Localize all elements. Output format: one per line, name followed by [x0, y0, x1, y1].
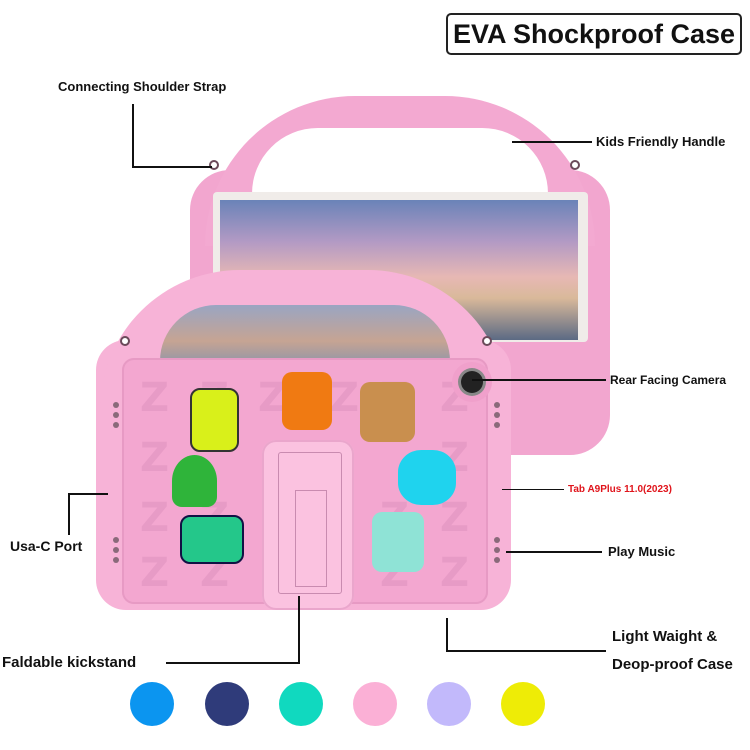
- color-swatch-pink[interactable]: [353, 682, 397, 726]
- callout-play-music: Play Music: [608, 544, 676, 559]
- callout-usb-port: Usa-C Port: [10, 538, 83, 554]
- fox-sticker-icon: [282, 372, 332, 430]
- leader-line: [298, 596, 300, 664]
- speaker-dot: [113, 537, 119, 543]
- speaker-dot: [494, 557, 500, 563]
- leader-line: [68, 493, 108, 495]
- violin-sticker-icon: [180, 515, 244, 564]
- strap-hole-right: [570, 160, 580, 170]
- callout-light-weight-line2: Deop-proof Case: [612, 656, 733, 673]
- kickstand-frame: [278, 452, 342, 594]
- rear-camera-cutout: [452, 362, 492, 402]
- speaker-dot: [113, 557, 119, 563]
- umbrella-sticker-icon: [398, 450, 456, 505]
- front-strap-hole-right: [482, 336, 492, 346]
- z-pattern-icon: Z: [140, 435, 170, 481]
- kickstand: [262, 440, 354, 610]
- color-swatch-lavender[interactable]: [427, 682, 471, 726]
- leader-line: [446, 650, 606, 652]
- speaker-dot: [113, 412, 119, 418]
- leader-line: [502, 489, 564, 490]
- callout-handle: Kids Friendly Handle: [596, 134, 726, 149]
- z-pattern-icon: Z: [440, 550, 470, 596]
- kickstand-strap: [295, 490, 327, 587]
- front-handle-opening: [160, 305, 450, 365]
- strap-hole-left: [209, 160, 219, 170]
- speaker-dot: [113, 547, 119, 553]
- leader-line: [132, 104, 134, 168]
- speaker-dot: [113, 422, 119, 428]
- page-title: EVA Shockproof Case: [446, 13, 742, 55]
- speaker-dot: [494, 412, 500, 418]
- z-pattern-icon: Z: [140, 375, 170, 421]
- color-swatch-teal[interactable]: [279, 682, 323, 726]
- z-pattern-icon: Z: [140, 495, 170, 541]
- speaker-dot: [113, 402, 119, 408]
- color-swatch-navy[interactable]: [205, 682, 249, 726]
- leader-line: [166, 662, 300, 664]
- back-handle-opening: [252, 128, 548, 198]
- camera-lens-icon: [461, 371, 483, 393]
- callout-rear-camera: Rear Facing Camera: [610, 373, 727, 387]
- leader-line: [446, 618, 448, 652]
- speaker-dot: [494, 422, 500, 428]
- tree-sticker-icon: [172, 455, 217, 507]
- color-swatch-blue[interactable]: [130, 682, 174, 726]
- speaker-dot: [494, 547, 500, 553]
- bee-sticker-icon: [190, 388, 239, 452]
- color-swatch-yellow[interactable]: [501, 682, 545, 726]
- kangaroo-sticker-icon: [360, 382, 415, 442]
- callout-shoulder-strap: Connecting Shoulder Strap: [58, 79, 227, 94]
- z-pattern-icon: Z: [440, 495, 470, 541]
- callout-kickstand: Faldable kickstand: [2, 654, 137, 671]
- speaker-dot: [494, 402, 500, 408]
- elephant-sticker-icon: [372, 512, 424, 572]
- speaker-dot: [494, 537, 500, 543]
- leader-line: [132, 166, 212, 168]
- leader-line: [506, 551, 602, 553]
- leader-line: [68, 493, 70, 535]
- leader-line: [472, 379, 606, 381]
- leader-line: [512, 141, 592, 143]
- model-name: Tab A9Plus 11.0(2023): [568, 484, 672, 495]
- front-strap-hole-left: [120, 336, 130, 346]
- callout-light-weight-line1: Light Waight &: [612, 628, 718, 645]
- z-pattern-icon: Z: [330, 375, 360, 421]
- z-pattern-icon: Z: [140, 550, 170, 596]
